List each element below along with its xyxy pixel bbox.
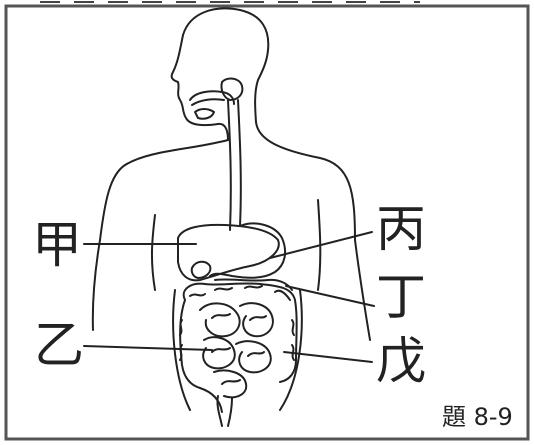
stomach (210, 223, 285, 277)
right-shoulder (256, 122, 355, 240)
palate (192, 99, 224, 105)
head-outline (183, 8, 268, 122)
label-ding: 丁 (376, 272, 426, 322)
human-figure (84, 8, 374, 426)
label-jia: 甲 (32, 220, 82, 270)
label-yi: 乙 (34, 320, 84, 370)
face-profile (172, 35, 228, 140)
esophagus-left (228, 100, 231, 230)
tongue (195, 109, 214, 119)
pointer-line-wu (284, 352, 372, 362)
diagram-border (6, 6, 528, 439)
gall-bladder (192, 262, 211, 278)
left-arm (93, 240, 100, 330)
pointer-line-ding (286, 286, 374, 306)
label-bing: 丙 (376, 204, 426, 254)
large-intestine (180, 283, 297, 412)
label-wu: 戊 (376, 336, 426, 386)
torso-right (280, 290, 302, 410)
figure-caption: 題 8-9 (442, 405, 513, 429)
left-arm-inner (152, 215, 155, 290)
esophagus-right (238, 100, 241, 226)
pointer-line-yi (84, 346, 212, 350)
right-arm (355, 240, 370, 340)
liver (178, 225, 279, 280)
rectum-right (228, 398, 232, 426)
